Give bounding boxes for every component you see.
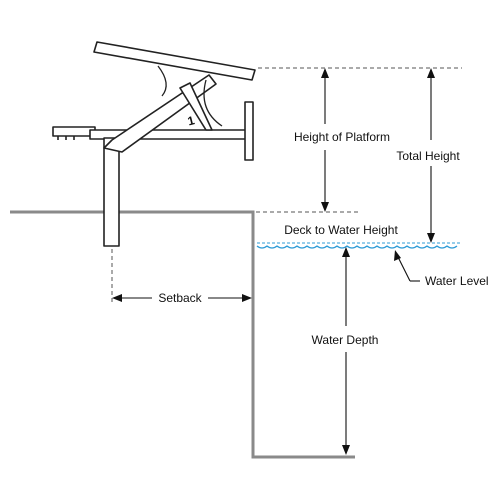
total-height-arrowhead-bottom [427,233,435,243]
bracket-left [157,65,167,97]
setback-arrowhead-left [112,294,122,302]
water-level-arrowhead [394,250,401,261]
water-depth-arrowhead-bottom [342,445,350,455]
water-level-callout: Water Level [394,250,489,288]
water-surface [256,242,462,249]
platform-number: 1 [186,113,196,128]
total-height-arrowhead-top [427,68,435,78]
water-level-leader-diagonal [396,254,411,282]
platform-board [93,41,256,81]
setback-dimension: Setback [112,291,252,305]
water-ripples [256,245,458,249]
deck-to-water-height-label: Deck to Water Height [284,223,398,237]
diving-platform: 1 [52,41,256,247]
pool-structure [10,210,355,459]
water-depth-dimension: Water Depth [312,247,379,455]
inner-connector [179,82,213,131]
bracket-right [203,79,223,127]
platform-height-arrowhead-bottom [321,202,329,212]
water-depth-label: Water Depth [312,333,379,347]
setback-arrowhead-right [242,294,252,302]
front-post [244,101,254,161]
total-height-label: Total Height [396,149,460,163]
total-height-dimension: Total Height [396,68,460,243]
pool-deck-and-wall [10,210,355,459]
reference-lines [111,67,462,302]
step-bolts [57,136,75,140]
setback-label: Setback [158,291,202,305]
platform-step [52,126,96,137]
height-of-platform-label: Height of Platform [294,130,390,144]
water-level-label: Water Level [425,274,489,288]
height-of-platform-dimension: Height of Platform [294,68,390,212]
water-depth-arrowhead-top [342,247,350,257]
rear-post [103,137,120,247]
platform-height-arrowhead-top [321,68,329,78]
